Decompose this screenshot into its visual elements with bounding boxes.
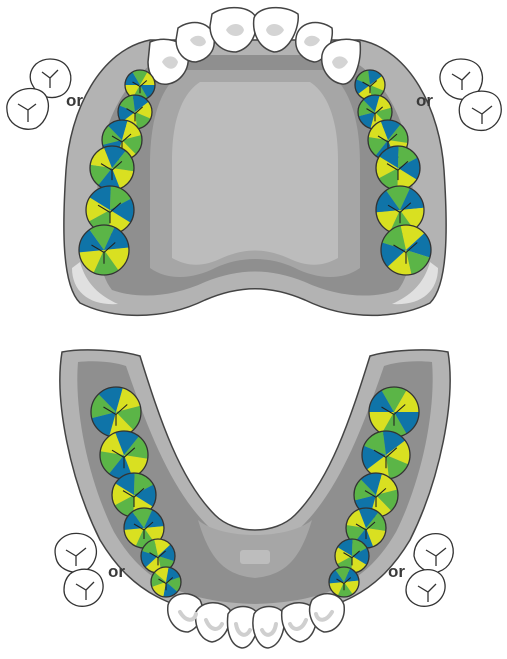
lower-right-alt-teeth xyxy=(406,534,453,607)
upper-right-posterior-tooth xyxy=(376,146,420,190)
or-label-upper-right: or xyxy=(416,91,433,110)
upper-palate-inner xyxy=(172,82,338,265)
lower-right-posterior-tooth xyxy=(369,387,419,437)
upper-left-posterior-tooth xyxy=(90,146,134,190)
or-label-lower-right: or xyxy=(388,562,405,581)
alt-tooth-icon xyxy=(55,533,96,572)
upper-left-alt-teeth xyxy=(7,59,71,129)
or-label-lower-left: or xyxy=(108,562,125,581)
upper-right-alt-teeth xyxy=(440,59,501,130)
alt-tooth-icon xyxy=(459,91,501,130)
or-label-upper-left: or xyxy=(66,91,83,110)
lower-left-alt-teeth xyxy=(55,533,103,606)
lower-left-posterior-tooth xyxy=(100,431,148,479)
lower-right-posterior-tooth xyxy=(362,431,410,479)
alt-tooth-icon xyxy=(7,89,49,130)
lower-left-posterior-tooth xyxy=(91,387,141,437)
lower-tooth-incisor-right-1 xyxy=(253,607,284,649)
lower-tooth-incisor-left-2 xyxy=(196,603,231,642)
lower-floor-highlight xyxy=(240,550,270,564)
lower-left-posterior-tooth xyxy=(151,567,181,597)
lower-right-posterior-tooth xyxy=(329,567,359,597)
upper-left-posterior-tooth xyxy=(79,225,129,275)
alt-tooth-icon xyxy=(414,534,453,573)
alt-tooth-icon xyxy=(406,570,445,607)
upper-right-posterior-tooth xyxy=(381,225,431,275)
